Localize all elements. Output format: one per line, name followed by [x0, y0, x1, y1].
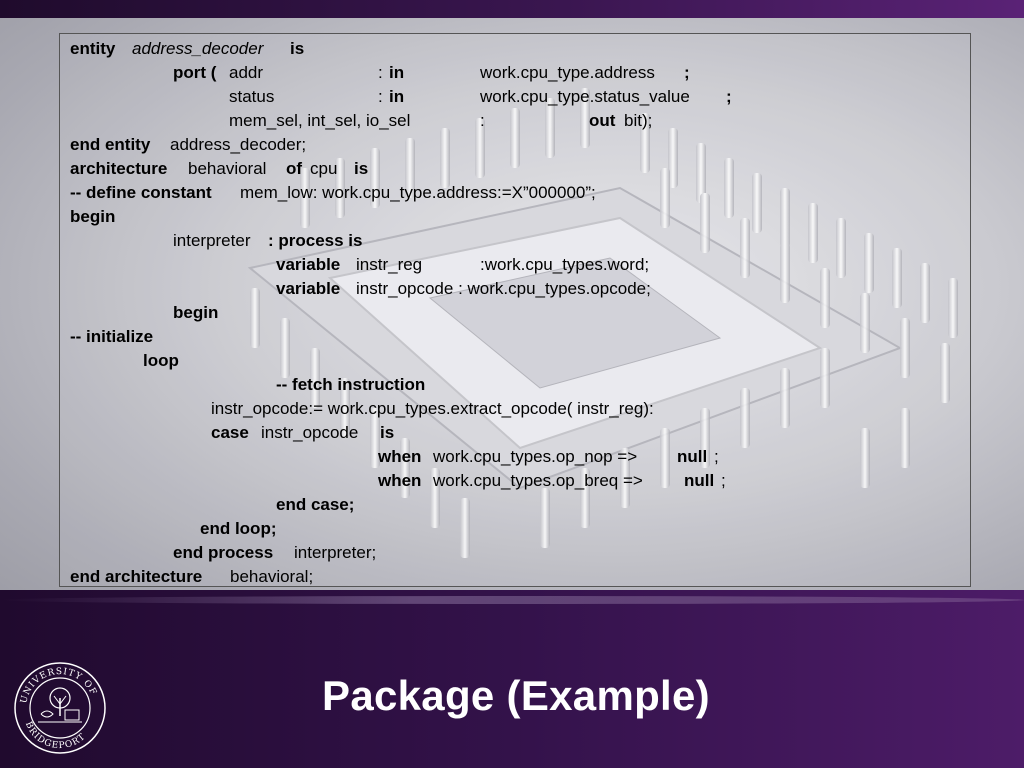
addr-type: work.cpu_type.address: [480, 63, 655, 82]
band-highlight: [0, 596, 1024, 604]
semicolon: ;: [721, 471, 726, 490]
keyword-end-architecture: end architecture: [70, 567, 203, 586]
keyword-begin: begin: [173, 303, 219, 322]
keyword-when: when: [378, 447, 422, 466]
var-instr-reg: instr_reg: [356, 255, 423, 274]
arch-name: behavioral: [188, 159, 267, 178]
keyword-architecture: architecture: [70, 159, 168, 178]
keyword-case: case: [211, 423, 249, 442]
keyword-end-case: end case;: [276, 495, 355, 514]
opcode-assignment: instr_opcode:= work.cpu_types.extract_op…: [211, 399, 654, 418]
end-entity-name: address_decoder;: [170, 135, 307, 154]
keyword-is: is: [380, 423, 395, 442]
colon: :: [378, 87, 383, 106]
semicolon: ;: [684, 63, 690, 82]
colon: :: [378, 63, 383, 82]
case-variable: instr_opcode: [261, 423, 359, 442]
end-process-label: interpreter;: [294, 543, 377, 562]
keyword-process-is: : process is: [268, 231, 363, 250]
keyword-out: out: [589, 111, 616, 130]
comment-define-constant: -- define constant: [70, 183, 212, 202]
port-status: status: [229, 87, 275, 106]
keyword-loop: loop: [143, 351, 179, 370]
arch-entity: cpu: [310, 159, 338, 178]
code-box: entity address_decoder is port ( addr : …: [59, 33, 971, 587]
semicolon: ;: [726, 87, 732, 106]
semicolon: ;: [714, 447, 719, 466]
port-sel-signals: mem_sel, int_sel, io_sel: [229, 111, 411, 130]
var-instr-reg-type: :work.cpu_types.word;: [480, 255, 650, 274]
keyword-variable: variable: [276, 279, 341, 298]
entity-name: address_decoder: [132, 39, 264, 58]
comment-fetch-instruction: -- fetch instruction: [276, 375, 426, 394]
when-op-nop: work.cpu_types.op_nop =>: [433, 447, 638, 466]
keyword-end-process: end process: [173, 543, 274, 562]
keyword-is: is: [290, 39, 305, 58]
process-label: interpreter: [173, 231, 251, 250]
keyword-end-loop: end loop;: [200, 519, 277, 538]
end-arch-name: behavioral;: [230, 567, 314, 586]
university-of-bridgeport-seal-icon: UNIVERSITY OF BRIDGEPORT: [14, 662, 106, 754]
keyword-is: is: [354, 159, 369, 178]
keyword-begin: begin: [70, 207, 116, 226]
when-op-breq: work.cpu_types.op_breq =>: [433, 471, 643, 490]
keyword-entity: entity: [70, 39, 116, 58]
keyword-of: of: [286, 159, 303, 178]
comment-initialize: -- initialize: [70, 327, 154, 346]
keyword-end-entity: end entity: [70, 135, 151, 154]
keyword-when: when: [378, 471, 422, 490]
keyword-port: port (: [173, 63, 217, 82]
keyword-null: null: [684, 471, 715, 490]
keyword-in: in: [389, 87, 405, 106]
keyword-variable: variable: [276, 255, 341, 274]
slide-body: [0, 18, 1024, 618]
status-type: work.cpu_type.status_value: [480, 87, 690, 106]
keyword-null: null: [677, 447, 708, 466]
colon: :: [480, 111, 485, 130]
port-addr: addr: [229, 63, 264, 82]
sel-type: bit);: [624, 111, 653, 130]
var-instr-opcode: instr_opcode : work.cpu_types.opcode;: [356, 279, 651, 298]
constant-decl: mem_low: work.cpu_type.address:=X”000000…: [240, 183, 596, 202]
slide-title: Package (Example): [322, 672, 710, 719]
svg-text:BRIDGEPORT: BRIDGEPORT: [23, 720, 88, 751]
keyword-in: in: [389, 63, 405, 82]
cpu-chip-background-image: [247, 88, 958, 558]
bottom-band: [0, 590, 1024, 768]
